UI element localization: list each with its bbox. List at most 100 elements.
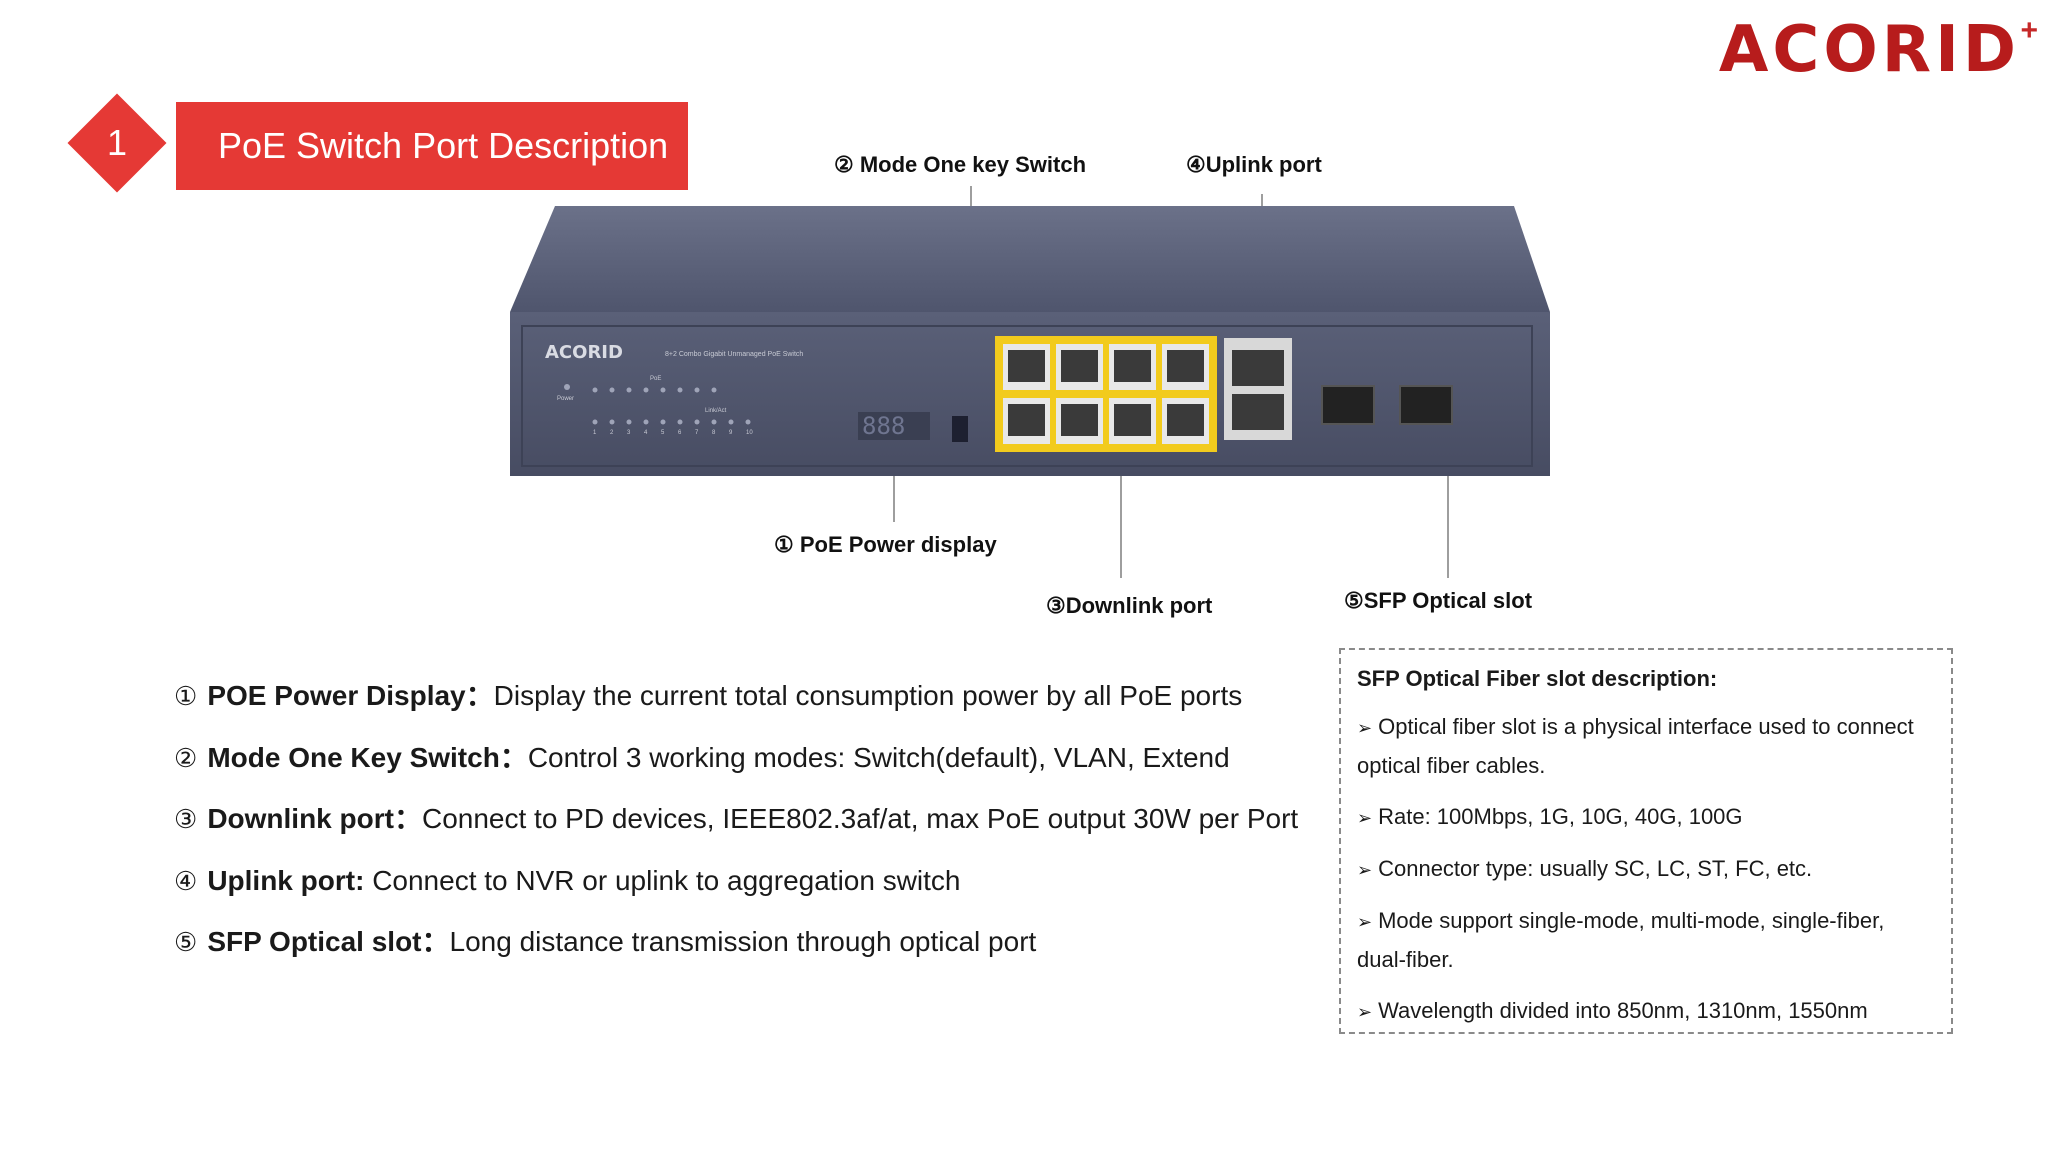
sfp-slot-1: [1321, 385, 1375, 425]
brand-logo: ACORID: [1718, 13, 2020, 87]
item-term: Downlink port：: [207, 803, 422, 834]
item-number: ①: [174, 681, 198, 711]
list-item: ➢Wavelength divided into 850nm, 1310nm, …: [1357, 992, 1935, 1031]
link-status-led: [745, 419, 751, 425]
item-text: Connect to NVR or uplink to aggregation …: [372, 864, 961, 896]
arrow-bullet-icon: ➢: [1357, 718, 1373, 738]
poe-switch-device-image: ACORID 8+2 Combo Gigabit Unmanaged PoE S…: [510, 206, 1550, 476]
poe-status-led: [643, 387, 649, 393]
item-term: Mode One Key Switch：: [207, 741, 528, 773]
led-number-label: 3: [627, 430, 631, 436]
list-item: ➢Connector type: usually SC, LC, ST, FC,…: [1357, 850, 1935, 889]
led-number-label: 6: [678, 430, 682, 436]
callout-sfp-slot: ⑤SFP Optical slot: [1344, 588, 1533, 613]
poe-status-led: [711, 387, 717, 393]
poe-led-label: PoE: [650, 376, 661, 382]
item-text: Optical fiber slot is a physical interfa…: [1357, 714, 1914, 778]
poe-power-digits: 888: [862, 412, 905, 440]
callout-mode-switch: ② Mode One key Switch: [834, 152, 1087, 177]
sfp-slot-2: [1399, 385, 1453, 425]
device-model-text: 8+2 Combo Gigabit Unmanaged PoE Switch: [665, 351, 803, 358]
status-led-group: 1 2 3 4 5 6 7 8 9 10: [592, 387, 753, 436]
link-status-led: [592, 419, 598, 425]
poe-status-led: [660, 387, 666, 393]
arrow-bullet-icon: ➢: [1357, 808, 1373, 828]
uplink-port-1: [1232, 350, 1284, 386]
callout-downlink-port: ③Downlink port: [1046, 593, 1213, 618]
poe-status-led: [609, 387, 615, 393]
power-led: [564, 384, 570, 390]
item-text: Connect to PD devices, IEEE802.3af/at, m…: [421, 803, 1299, 834]
device-brand-label: ACORID: [545, 342, 623, 363]
led-number-label: 1: [593, 430, 597, 436]
list-item: ① POE Power Display：Display the current t…: [174, 672, 1294, 734]
list-item: ➢Optical fiber slot is a physical interf…: [1357, 708, 1935, 785]
item-text: Wavelength divided into 850nm, 1310nm, 1…: [1378, 998, 1868, 1023]
led-number-label: 7: [695, 430, 699, 436]
section-number: 1: [106, 122, 128, 163]
callout-uplink-port: ④Uplink port: [1186, 152, 1322, 177]
link-status-led: [694, 419, 700, 425]
leader-line-poe-display: [893, 438, 895, 522]
arrow-bullet-icon: ➢: [1357, 1002, 1373, 1022]
item-term: Uplink port:: [207, 864, 365, 896]
link-status-led: [643, 419, 649, 425]
downlink-ports: [1003, 344, 1209, 444]
led-number-label: 10: [746, 430, 753, 436]
list-item: ④ Uplink port: Connect to NVR or uplink t…: [174, 857, 1294, 919]
leader-line-downlink: [1120, 450, 1122, 578]
poe-status-led: [592, 387, 598, 393]
item-number: ④: [174, 865, 198, 896]
item-text: Mode support single-mode, multi-mode, si…: [1357, 908, 1885, 972]
item-number: ③: [174, 804, 198, 834]
list-item: ➢Rate: 100Mbps, 1G, 10G, 40G, 100G: [1357, 798, 1935, 837]
link-led-label: Link/Act: [705, 408, 727, 414]
led-number-label: 4: [644, 430, 648, 436]
led-number-label: 2: [610, 430, 614, 436]
item-number: ②: [174, 742, 198, 773]
downlink-port-socket: [1167, 350, 1204, 382]
downlink-port-socket: [1114, 350, 1151, 382]
item-text: Long distance transmission through optic…: [449, 926, 1037, 957]
link-status-led: [677, 419, 683, 425]
sfp-description-box: SFP Optical Fiber slot description: ➢Opt…: [1339, 648, 1953, 1034]
item-term: SFP Optical slot：: [207, 926, 450, 957]
sfp-box-list: ➢Optical fiber slot is a physical interf…: [1357, 708, 1935, 1031]
poe-status-led: [677, 387, 683, 393]
downlink-port-socket: [1008, 404, 1045, 436]
downlink-port-socket: [1008, 350, 1045, 382]
led-number-label: 9: [729, 430, 733, 436]
link-status-led: [660, 419, 666, 425]
led-number-label: 5: [661, 430, 665, 436]
downlink-port-socket: [1061, 350, 1098, 382]
downlink-port-socket: [1167, 404, 1204, 436]
poe-status-led: [626, 387, 632, 393]
item-number: ⑤: [174, 927, 198, 957]
list-item: ③ Downlink port：Connect to PD devices, IE…: [174, 795, 1298, 857]
arrow-bullet-icon: ➢: [1357, 912, 1373, 932]
leader-line-sfp: [1447, 440, 1449, 578]
switch-front-bezel: [521, 325, 1533, 467]
item-term: POE Power Display：: [207, 680, 494, 711]
uplink-port-2: [1232, 394, 1284, 430]
list-item: ⑤ SFP Optical slot：Long distance transmis…: [174, 918, 1294, 980]
switch-top-surface: [510, 206, 1550, 312]
item-text: Control 3 working modes: Switch(default)…: [527, 741, 1230, 773]
item-text: Display the current total consumption po…: [493, 680, 1243, 711]
callout-poe-display: ① PoE Power display: [774, 532, 997, 557]
poe-power-display: [858, 412, 930, 440]
arrow-bullet-icon: ➢: [1357, 860, 1373, 880]
link-status-led: [711, 419, 717, 425]
section-title: PoE Switch Port Description: [176, 102, 688, 190]
power-led-label: Power: [557, 396, 574, 402]
link-status-led: [626, 419, 632, 425]
mode-switch-button: [952, 416, 968, 442]
sfp-box-title: SFP Optical Fiber slot description:: [1357, 666, 1718, 691]
poe-status-led: [694, 387, 700, 393]
led-number-label: 8: [712, 430, 716, 436]
port-description-list: ① POE Power Display：Display the current t…: [174, 672, 1298, 980]
link-status-led: [609, 419, 615, 425]
downlink-port-socket: [1061, 404, 1098, 436]
list-item: ➢Mode support single-mode, multi-mode, s…: [1357, 902, 1935, 979]
brand-logo-plus: +: [2020, 14, 2038, 47]
